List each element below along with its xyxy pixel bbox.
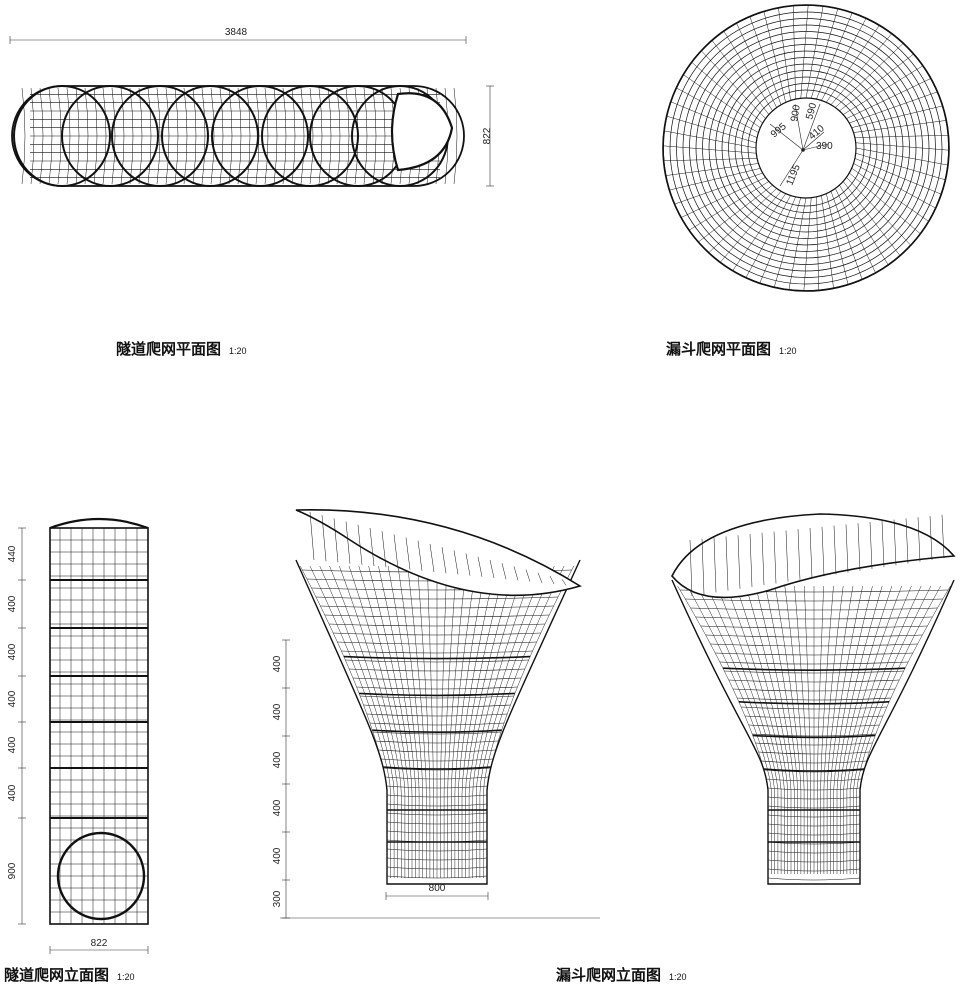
tunnel-elevation-height-label: 400: [7, 690, 18, 707]
funnel-elevation-width-label: 800: [429, 883, 446, 894]
funnel-elevation-side-drawing: [671, 513, 956, 885]
funnel-elevation-height-label: 400: [272, 703, 283, 720]
funnel-plan-radius-lines: [769, 103, 829, 187]
tunnel-elevation-dimensions: [18, 527, 149, 954]
tunnel-elevation-drawing: [49, 517, 149, 925]
funnel-elevation-height-labels: 400 400 400 400 400 300: [272, 655, 283, 907]
funnel-plan-drawing: [662, 4, 950, 292]
tunnel-elevation-height-label: 400: [7, 595, 18, 612]
tunnel-plan-height-label: 822: [482, 127, 493, 144]
tunnel-elevation-height-labels: 440 400 400 400 400 400 900: [7, 545, 18, 879]
tunnel-plan-drawing: [11, 85, 465, 187]
tunnel-plan-dimensions: [9, 36, 494, 187]
funnel-elevation-front-drawing: [295, 509, 582, 885]
tunnel-plan-length-label: 3848: [225, 27, 248, 38]
tunnel-elevation-height-label: 400: [7, 736, 18, 753]
funnel-plan-dim-900: 900: [789, 104, 803, 123]
funnel-elevation-dimensions: [280, 639, 600, 919]
tunnel-elevation-height-label: 400: [7, 643, 18, 660]
funnel-elevation-height-label: 400: [272, 799, 283, 816]
funnel-elevation-height-label: 300: [272, 890, 283, 907]
tunnel-elevation-height-label: 440: [7, 545, 18, 562]
funnel-plan-dim-590: 590: [804, 101, 819, 120]
tunnel-elevation-height-label: 400: [7, 784, 18, 801]
funnel-elevation-height-label: 400: [272, 655, 283, 672]
tunnel-elevation-width-label: 822: [91, 938, 108, 949]
tunnel-elevation-height-label: 900: [7, 862, 18, 879]
funnel-elevation-height-label: 400: [272, 847, 283, 864]
funnel-plan-dim-390: 390: [816, 141, 833, 152]
funnel-elevation-height-label: 400: [272, 751, 283, 768]
